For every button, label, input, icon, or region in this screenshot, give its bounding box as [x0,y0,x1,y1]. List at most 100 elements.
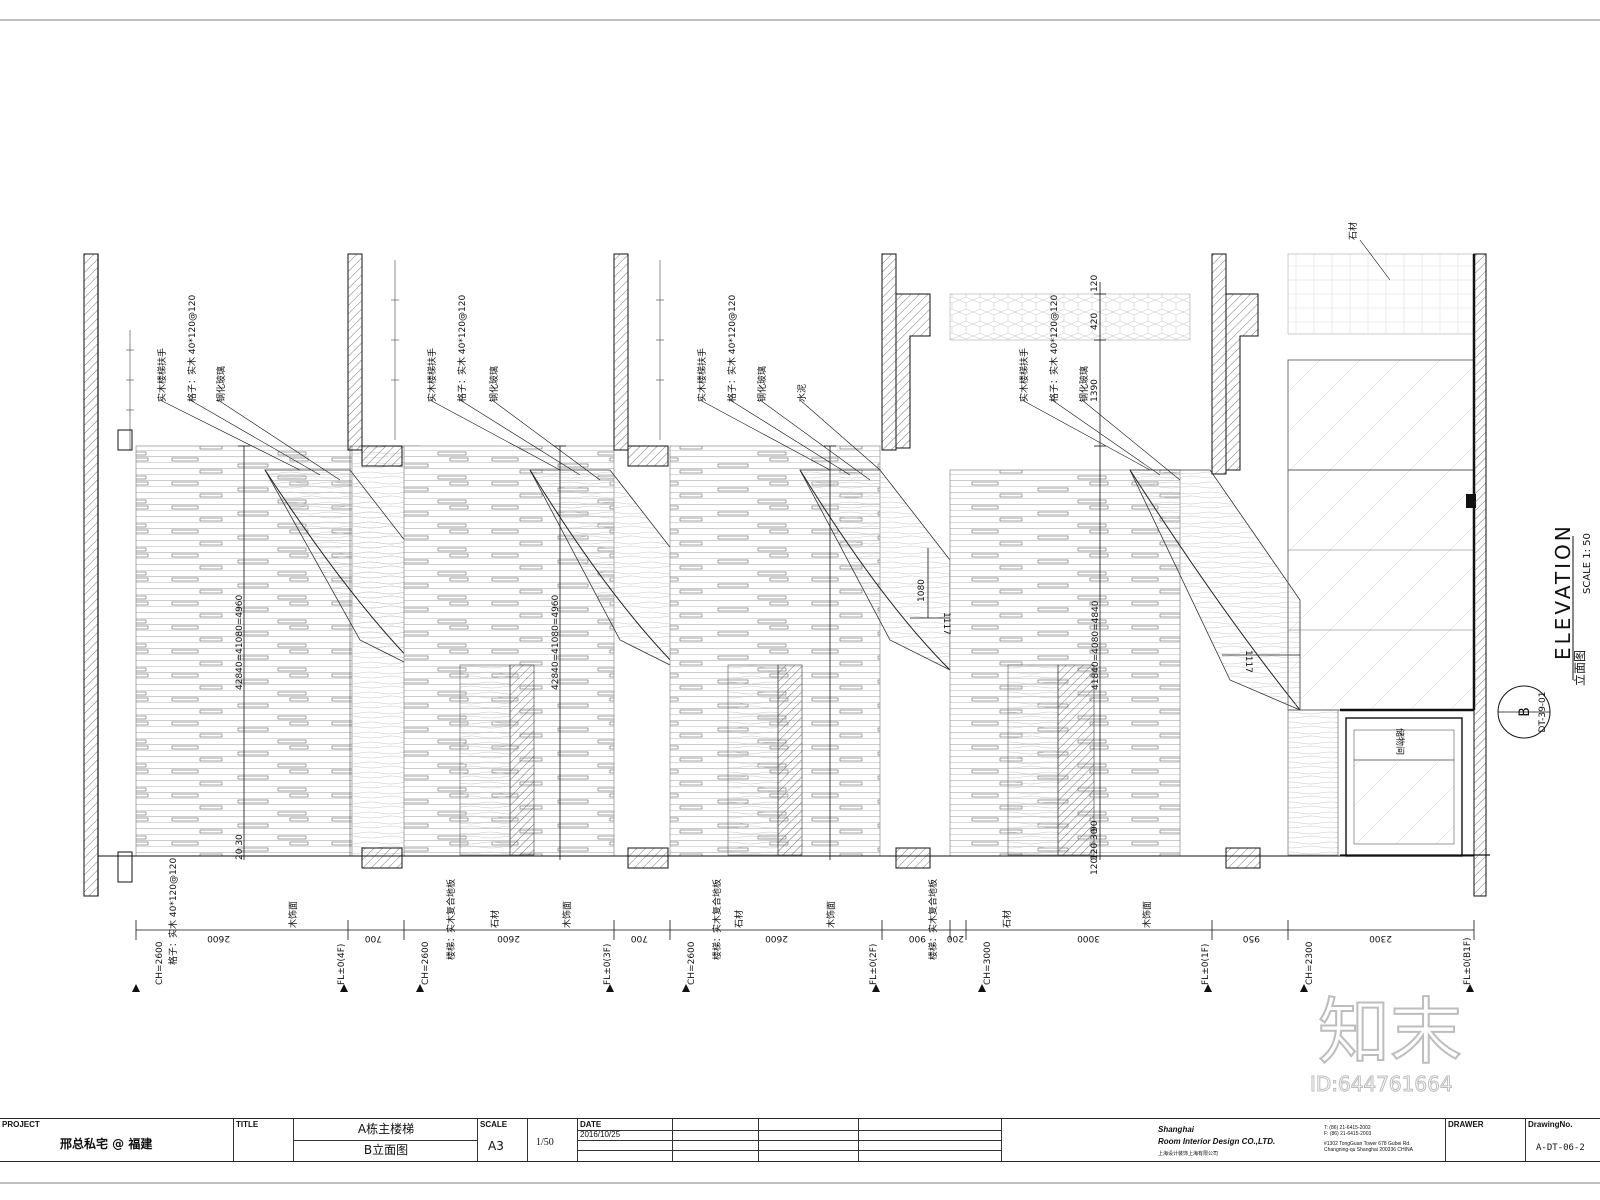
label-handrail-4: 实木楼梯扶手 [1018,348,1030,402]
label-glass-4: 钢化玻璃 [1078,366,1090,402]
label-room: 储物间 [1394,728,1406,755]
title-label: TITLE [236,1120,259,1129]
drawer-label: DRAWER [1448,1120,1484,1129]
label-handrail-2: 实木楼梯扶手 [426,348,438,402]
elevation-title-cn: 立面图 [1572,650,1587,686]
label-baluster-1: 格子：实木 40*120@120 [186,295,198,402]
dim-1390: 1390 [1090,379,1100,402]
dim-120-b: 120 [1090,858,1100,875]
watermark-id: ID:644761664 [1310,1072,1454,1096]
level-fl-3f: FL±0(3F) [603,944,613,985]
bottom-dim: 3000 [1077,933,1100,943]
dim-90: 90 [1090,820,1100,832]
label-stair-floor-3: 楼梯：实木复合地板 [927,879,939,960]
dim-1117-a: 1117 [941,612,951,635]
company-city: Shanghai [1158,1125,1195,1134]
label-wood-face-1: 木饰面 [287,901,299,928]
label-baluster-4: 格子：实木 40*120@120 [1048,295,1060,402]
bottom-dim: 700 [631,933,648,943]
dim-120-a: 120 [1090,275,1100,292]
drawing-no: A-DT-06-2 [1536,1143,1585,1153]
elevation-mark-letter: B [1517,707,1533,717]
drawing-title-1: A栋主楼梯 [294,1119,478,1141]
elevation-section-4f [83,253,421,897]
elevation-section-b1f [1211,253,1490,897]
level-fl-2f: FL±0(2F) [869,944,879,985]
label-handrail-1: 实木楼梯扶手 [156,348,168,402]
level-ch-4f: CH=2600 [155,941,165,985]
label-glass-1: 钢化玻璃 [215,366,227,402]
label-cement: 水泥 [796,384,808,402]
scale-label: SCALE [480,1120,508,1129]
label-wood-face-3: 木饰面 [825,901,837,928]
elevation-scale: SCALE 1: 50 [1582,533,1593,594]
dim-1080: 1080 [917,579,927,602]
label-baluster-3: 格子：实木 40*120@120 [726,295,738,402]
elevation-section-3f [347,253,681,869]
bottom-dim: 950 [1243,933,1260,943]
company-name: Room Interior Design CO.,LTD. [1158,1137,1276,1146]
dim-riser-2: 42840=41080=4960 [551,594,561,690]
label-baluster-2: 格子：实木 40*120@120 [456,295,468,402]
label-stone-top: 石材 [1347,222,1359,240]
watermark-brand: 知末 [1317,990,1463,1074]
level-ch-1f: CH=3000 [983,941,993,985]
scale-value-cell: 1/50 [528,1119,578,1161]
date-cell: DATE 2016/10/25 [578,1119,1002,1161]
paper-size: A3 [488,1139,504,1153]
bottom-dim: 200 [947,933,964,943]
dim-riser-1: 42840=41080=4960 [235,594,245,690]
drawing-title-2: B立面图 [363,1143,409,1157]
dim-1117-b: 1117 [1243,650,1253,673]
label-stone-1: 石材 [489,910,501,928]
company-address-2: Changning-qu Shanghai 200336 CHINA [1324,1147,1413,1153]
level-fl-1f: FL±0(1F) [1201,944,1211,985]
company-cn: 上海设计装饰上海有限公司 [1158,1151,1219,1157]
level-fl-4f: FL±0(4F) [337,944,347,985]
scale-cell: SCALE A3 [478,1119,528,1161]
label-stair-floor-2: 楼梯：实木复合地板 [711,879,723,960]
company-cell: Shanghai Room Interior Design CO.,LTD. 上… [1002,1119,1446,1161]
level-ch-2f: CH=2600 [687,941,697,985]
title-block: PROJECT 邢总私宅 @ 福建 TITLE A栋主楼梯 B立面图 SCALE… [0,1118,1600,1162]
bottom-dim: 2600 [207,933,230,943]
scale-value: 1/50 [536,1137,554,1148]
date-value: 2016/10/25 [580,1130,621,1139]
label-stair-floor-1: 楼梯：实木复合地板 [445,879,457,960]
label-glass-3: 钢化玻璃 [756,366,768,402]
elevation-mark-ref: DT-39-01 [1538,691,1548,732]
bottom-dim: 2600 [497,933,520,943]
label-stone-2: 石材 [733,910,745,928]
date-label: DATE [580,1120,602,1129]
label-grid: 格子：实木 40*120@120 [167,858,179,965]
drawing-no-cell: DrawingNo. A-DT-06-2 [1526,1119,1600,1161]
dim-120-30: 120 30 [1090,828,1100,860]
label-wood-face-2: 木饰面 [561,901,573,928]
elevation-section-2f [613,253,978,869]
project-label: PROJECT [2,1120,40,1129]
company-phone: T: (86) 21-6415-2002 [1324,1125,1371,1131]
level-ch-3f: CH=2600 [421,941,431,985]
label-handrail-3: 实木楼梯扶手 [696,348,708,402]
bottom-dim: 900 [909,933,926,943]
dim-riser-3: 41840=4080=4840 [1091,600,1101,690]
label-stone-3: 石材 [1001,910,1013,928]
title-cell: A栋主楼梯 B立面图 [294,1119,478,1161]
title-label-cell: TITLE [234,1119,294,1161]
drawing-no-label: DrawingNo. [1528,1120,1573,1129]
dim-420: 420 [1090,313,1100,330]
drawer-cell: DRAWER [1446,1119,1526,1161]
company-address-1: #1302 TongGuan Tower 678 Gubei Rd. [1324,1141,1411,1147]
elevation-title-en: ELEVATION [1551,523,1575,660]
bottom-dim: 700 [365,933,382,943]
level-ch-b1f: CH=2300 [1305,941,1315,985]
label-glass-2: 钢化玻璃 [488,366,500,402]
project-cell: PROJECT 邢总私宅 @ 福建 [0,1119,234,1161]
dim-20-30: 20 30 [235,834,245,860]
level-fl-b1f: FL±0(B1F) [1463,937,1473,985]
project-name: 邢总私宅 @ 福建 [60,1137,153,1151]
elevation-reference-mark: B DT-39-01 ELEVATION 立面图 SCALE 1: 50 [1497,523,1593,739]
bottom-dim: 2600 [765,933,788,943]
label-wood-face-4: 木饰面 [1141,901,1153,928]
